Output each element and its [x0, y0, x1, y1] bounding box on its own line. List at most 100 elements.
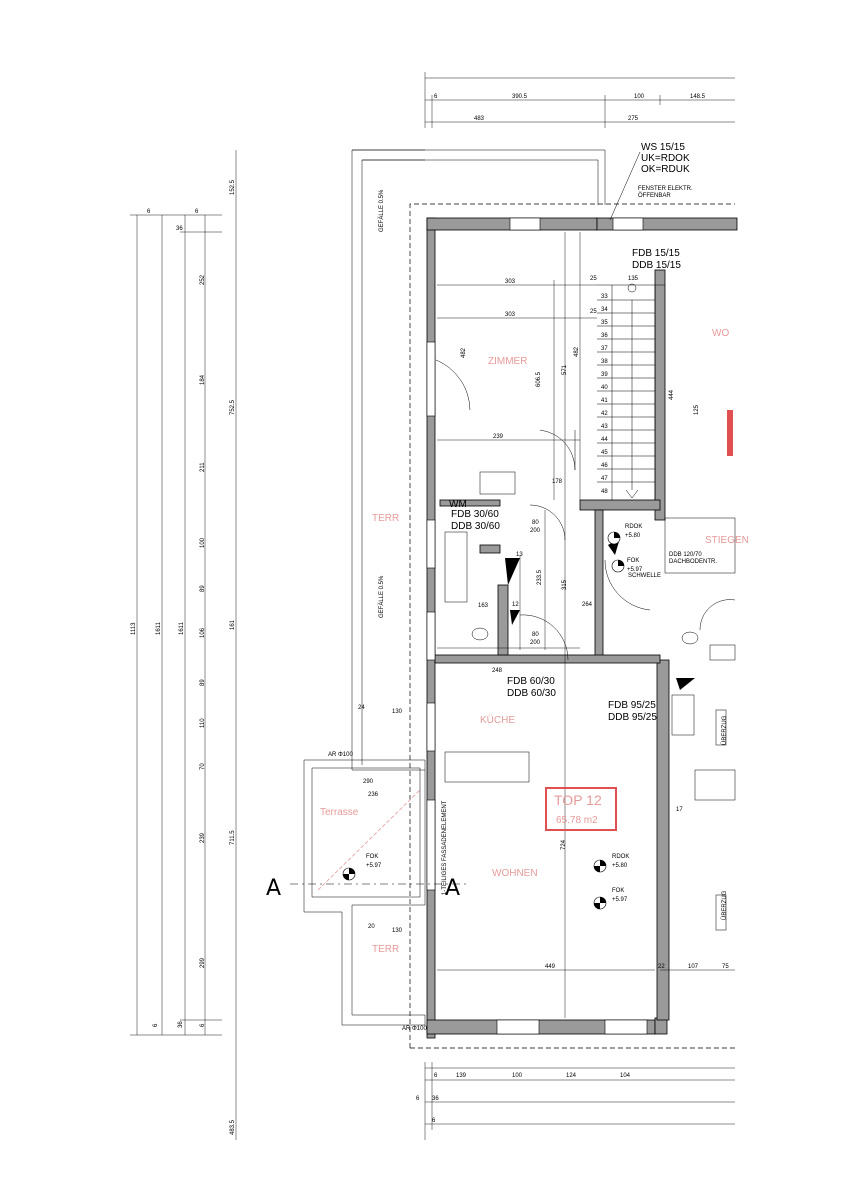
left-dim-299: 299 [200, 957, 206, 968]
top-dim-3905: 390.5 [512, 94, 528, 100]
step-36: 36 [601, 333, 608, 339]
terrace-outline [303, 149, 606, 1026]
toilet-2 [681, 631, 699, 645]
top-dimension-chain: 6 390.5 100 148.5 483 275 [424, 72, 735, 128]
terrace-slope-line [317, 789, 421, 891]
bottom-dimension-chain: 6 139 100 124 104 6 36 6 [416, 1062, 735, 1140]
label-ddb12070: DDB 120/70 [669, 552, 702, 558]
dim-75: 75 [722, 964, 729, 970]
label-fenster2: ÖFFENBAR [638, 192, 671, 199]
left-dim-89b: 89 [200, 679, 206, 686]
bottom-dim-124: 124 [566, 1073, 577, 1079]
dim-125: 125 [694, 404, 700, 415]
label-ws: WS 15/15 [641, 142, 685, 153]
top-dim-6: 6 [434, 94, 438, 100]
left-dim-36b: 36 [178, 1021, 184, 1028]
step-38: 38 [601, 359, 608, 365]
room-wohnen: WOHNEN [492, 868, 538, 879]
dim-22: 22 [658, 964, 665, 970]
left-dim-7115: 711.5 [230, 830, 236, 845]
label-fok-wohnen-val: +5.97 [612, 897, 628, 903]
left-dim-110: 110 [200, 718, 206, 728]
room-terr-1: TERR [372, 513, 399, 524]
left-dim-184: 184 [200, 374, 206, 385]
label-fdb6030: FDB 60/30 [507, 676, 555, 687]
dim-135: 135 [628, 276, 639, 282]
unit-tag: TOP 12 65.78 m2 [545, 787, 617, 831]
step-42: 42 [601, 411, 608, 417]
step-39: 39 [601, 372, 608, 378]
left-dim-252: 252 [200, 274, 206, 285]
step-43: 43 [601, 424, 608, 430]
bottom-dim-36: 36 [432, 1096, 439, 1102]
room-terr-2: TERR [372, 944, 399, 955]
washbasin [479, 471, 516, 495]
interior-dimensions: 303 303 239 449 248 482 482 571 606.5 17… [358, 232, 735, 1018]
dim-482b: 482 [574, 346, 580, 357]
dim-239: 239 [493, 434, 504, 440]
label-wm: WM [449, 499, 467, 510]
left-dim-6a: 6 [147, 209, 151, 215]
dim-444: 444 [669, 389, 675, 400]
left-dim-89a: 89 [200, 585, 206, 592]
top-dim-275: 275 [628, 116, 639, 122]
dim-12: 12 [512, 602, 519, 608]
bathtub [444, 531, 468, 603]
level-markers [342, 531, 625, 910]
dim-482a: 482 [461, 347, 467, 358]
label-fok-stair-val: +5.97 [627, 567, 643, 573]
dim-248: 248 [492, 668, 503, 674]
door-swings [435, 359, 736, 661]
room-terrasse: Terrasse [320, 807, 359, 818]
left-dim-1525: 152.5 [230, 179, 236, 195]
left-dim-239: 239 [200, 832, 206, 843]
dim-449: 449 [545, 964, 556, 970]
label-schwelle: SCHWELLE [628, 573, 661, 579]
label-fok-wohnen: FOK [612, 888, 624, 894]
dim-25a: 25 [590, 276, 597, 282]
room-stiegen: STIEGEN [705, 535, 749, 546]
bottom-dim-100: 100 [512, 1073, 523, 1079]
dim-24: 24 [358, 705, 365, 711]
unit-area-label: 65.78 m2 [556, 815, 598, 826]
unit-box [694, 769, 736, 801]
label-fdb1515: FDB 15/15 [632, 248, 680, 259]
label-ar-bottom: AR Φ100 [402, 1026, 427, 1032]
step-47: 47 [601, 476, 608, 482]
top-dim-1485: 148.5 [690, 94, 706, 100]
left-dim-6d: 6 [200, 1023, 206, 1027]
left-dim-1113: 1113 [131, 622, 137, 635]
exterior-walls [426, 217, 738, 1039]
label-ueberzug-1: ÜBERZUG [721, 715, 728, 745]
staircase: 33 34 35 36 37 38 39 40 41 42 43 44 45 4… [597, 283, 665, 500]
dim-315: 315 [562, 579, 568, 590]
bathroom-labels: WM FDB 30/60 DDB 30/60 FDB 60/30 DDB 60/… [449, 499, 657, 723]
left-dim-100: 100 [200, 537, 206, 548]
bottom-dim-6c: 6 [432, 1118, 436, 1124]
dim-20: 20 [368, 924, 375, 930]
windows [426, 217, 648, 1035]
dim-163: 163 [478, 603, 489, 609]
room-zimmer: ZIMMER [488, 356, 527, 367]
dim-17: 17 [676, 807, 683, 813]
label-dachboden: DACHBODENTR. [669, 559, 717, 565]
dim-303a: 303 [505, 279, 516, 285]
bottom-dim-139: 139 [456, 1073, 467, 1079]
left-dim-6c: 6 [153, 1023, 159, 1027]
kitchen-counter [444, 751, 530, 783]
unit-top-label: TOP 12 [554, 792, 602, 808]
label-ar-top: AR Φ100 [328, 752, 353, 758]
top-dim-483: 483 [474, 116, 485, 122]
left-dim-6b: 6 [195, 209, 199, 215]
label-fassade: 1-TEILIGES FASSADENELEMENT [442, 800, 448, 895]
room-wo: WO [712, 328, 729, 339]
level-labels: RDOK +5.80 FOK +5.97 DDB 120/70 DACHBODE… [366, 524, 717, 903]
label-fdb3060: FDB 30/60 [451, 509, 499, 520]
label-fok-terrace-val: +5.97 [366, 863, 382, 869]
step-46: 46 [601, 463, 608, 469]
dim-264: 264 [582, 602, 593, 608]
radiator [715, 709, 727, 746]
label-fok-stair: FOK [627, 558, 639, 564]
step-33: 33 [601, 294, 608, 300]
label-rdok-wohnen-val: +5.80 [612, 863, 628, 869]
